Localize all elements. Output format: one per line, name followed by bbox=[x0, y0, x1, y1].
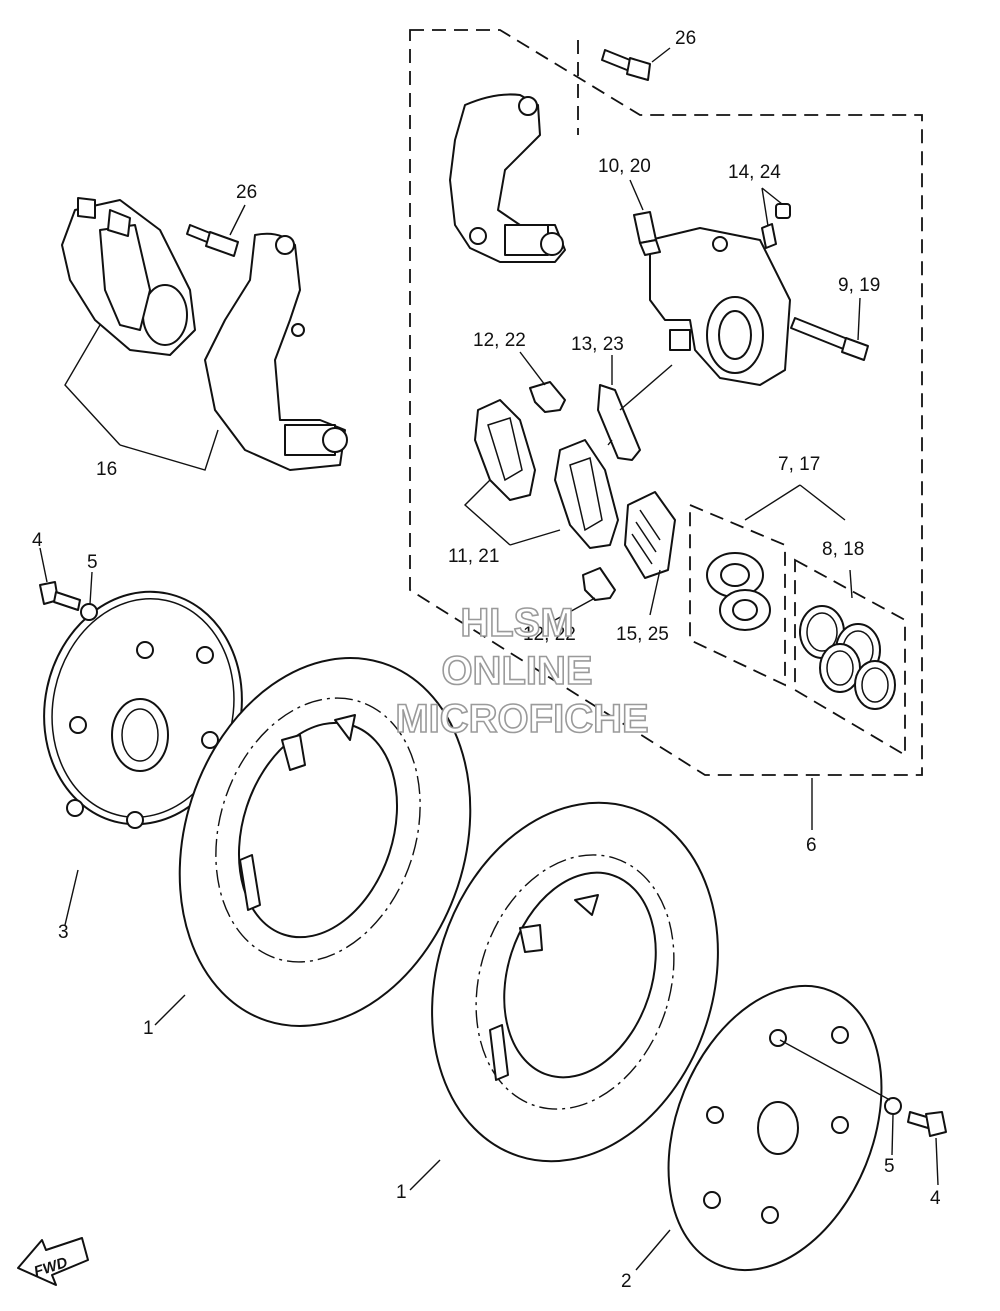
brake-pad-right bbox=[554, 439, 619, 549]
watermark-line-1: HLSM bbox=[460, 601, 573, 645]
callout-11-21: 11, 21 bbox=[448, 546, 499, 567]
callout-16: 16 bbox=[96, 459, 117, 480]
callout-8-18: 8, 18 bbox=[822, 539, 864, 560]
bolt-26-left bbox=[186, 224, 239, 257]
callout-14-24: 14, 24 bbox=[728, 162, 781, 183]
callout-12-22-upper: 12, 22 bbox=[473, 330, 526, 351]
bolt-26-right bbox=[601, 49, 651, 81]
callout-labels: 26 26 10, 20 14, 24 9, 19 12, 22 13, 23 … bbox=[32, 28, 941, 1292]
callout-5-right: 5 bbox=[884, 1156, 895, 1177]
callout-2: 2 bbox=[621, 1271, 632, 1292]
caliper-bracket-right bbox=[449, 93, 566, 263]
caliper-assembly-left bbox=[61, 197, 196, 356]
callout-12-22-lower: 12, 22 bbox=[523, 624, 576, 645]
pad-clip-lower bbox=[582, 567, 616, 601]
callout-6: 6 bbox=[806, 835, 817, 856]
pad-clip-upper bbox=[529, 381, 566, 413]
brake-disc-lower bbox=[431, 801, 719, 1163]
callout-15-25: 15, 25 bbox=[616, 624, 669, 645]
piston-seal-set bbox=[799, 605, 896, 710]
watermark-line-2: ONLINE bbox=[441, 649, 592, 693]
callout-1-lower: 1 bbox=[396, 1182, 407, 1203]
bolt-4-right bbox=[907, 1111, 947, 1137]
brake-disc-upper bbox=[178, 657, 472, 1027]
callout-4-left: 4 bbox=[32, 530, 43, 551]
watermark-line-3: MICROFICHE bbox=[395, 697, 648, 741]
callout-7-17: 7, 17 bbox=[778, 454, 820, 475]
caliper-bracket-left bbox=[204, 232, 348, 471]
pad-support bbox=[597, 384, 641, 461]
pad-set-dashed-box bbox=[689, 503, 786, 687]
callout-9-19: 9, 19 bbox=[838, 275, 880, 296]
piston-set bbox=[706, 552, 771, 631]
washer-5-right bbox=[884, 1097, 902, 1115]
leader-lines bbox=[39, 47, 939, 1271]
brake-pad-left bbox=[474, 399, 536, 501]
disc-hub-plate-left bbox=[43, 590, 243, 829]
callout-4-right: 4 bbox=[930, 1188, 941, 1209]
forward-direction-arrow: FWD bbox=[17, 1237, 89, 1286]
bolt-4-left bbox=[39, 581, 81, 611]
callout-5-left: 5 bbox=[87, 552, 98, 573]
callout-26-left: 26 bbox=[236, 182, 257, 203]
callout-3: 3 bbox=[58, 922, 69, 943]
pad-shim bbox=[624, 491, 676, 579]
seal-kit-dashed-box bbox=[794, 558, 906, 757]
pin-bolt bbox=[790, 317, 869, 361]
disc-hub-plate-right bbox=[667, 984, 883, 1272]
callout-13-23: 13, 23 bbox=[571, 334, 624, 355]
watermark: HLSM ONLINE MICROFICHE bbox=[395, 600, 650, 742]
callout-10-20: 10, 20 bbox=[598, 156, 651, 177]
washer-5-left bbox=[80, 603, 98, 621]
callout-26-right: 26 bbox=[675, 28, 696, 49]
bleed-screw bbox=[633, 211, 661, 256]
bleed-cap-parts bbox=[761, 203, 791, 249]
caliper-body-right bbox=[649, 227, 791, 386]
callout-1-upper: 1 bbox=[143, 1018, 154, 1039]
caliper-assembly-dashed-box bbox=[409, 29, 923, 776]
